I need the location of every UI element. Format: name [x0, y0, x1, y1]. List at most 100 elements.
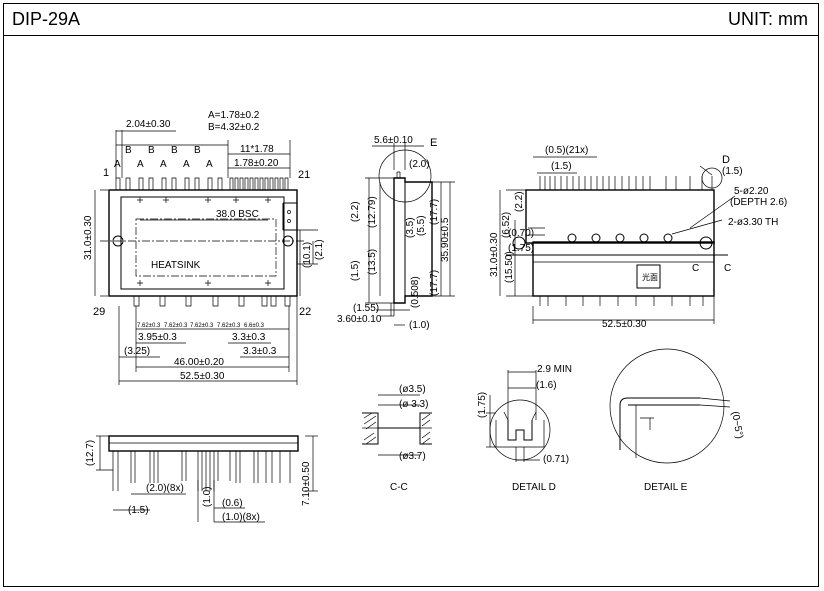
- pin-22-label: 22: [299, 306, 311, 318]
- mount-hole-left: [112, 235, 124, 247]
- dim-sp1: 7.62±0.3: [137, 323, 161, 329]
- title-bar: DIP-29A UNIT: mm: [4, 4, 818, 36]
- dim-ø3-5: (ø3.5): [399, 384, 426, 395]
- detail-cc: (ø3.5) (ø 3.3) (ø3.7) C-C: [362, 384, 432, 493]
- heatsink-outline: [135, 218, 277, 277]
- dim-d-1-6: (1.6): [536, 380, 557, 391]
- dim-2-2: (2.2): [350, 201, 361, 222]
- dim-0-6: (0.6): [222, 498, 243, 509]
- detail-e: (0~5°) DETAIL E: [609, 348, 745, 493]
- dim-r-31: 31.0±0.30: [489, 232, 500, 277]
- dim-pins-pitch: 11*1.78: [240, 144, 274, 155]
- dim-pitch-top: 2.04±0.30: [126, 119, 171, 130]
- dim-3-95: 3.95±0.3: [138, 332, 177, 343]
- depth-holes: [567, 233, 673, 243]
- dim-d-1-75: (1.75): [477, 392, 488, 418]
- label-c-1: C: [692, 263, 699, 274]
- dim-1-0: (1.0): [409, 320, 430, 331]
- dim-b-1-0: (1.0): [202, 486, 213, 507]
- bottom-pins: [133, 296, 291, 307]
- dim-height: 31.0±0.30: [83, 215, 94, 260]
- dim-1-75: (1.75): [508, 243, 534, 254]
- dim-3-3-a: 3.3±0.3: [232, 332, 266, 343]
- top-view: 2.04±0.30 A=1.78±0.2 B=4.32±0.2 A B A B …: [83, 110, 325, 385]
- right-view: 光面 (0.5)(21x) (1.5) D (1.5) 5-ø2.20 (DEP…: [489, 145, 787, 330]
- package-name: DIP-29A: [12, 9, 81, 29]
- label-detail-d: DETAIL D: [512, 482, 556, 493]
- dim-sp5: 6.6±0.3: [244, 323, 265, 329]
- dim-0-71: (0.71): [543, 454, 569, 465]
- dim-ø3-7: (ø3.7): [399, 451, 426, 462]
- dim-pitch-right: 1.78±0.20: [234, 158, 279, 169]
- letter-a-5: A: [206, 159, 213, 170]
- letter-a-3: A: [160, 159, 167, 170]
- dim-sp3: 7.62±0.3: [190, 323, 214, 329]
- dim-35-9: 35.90±0.5: [440, 217, 451, 262]
- dim-6-52: (6.52): [501, 212, 512, 238]
- dim-10-1: (10.1): [302, 242, 313, 268]
- dim-46: 46.00±0.20: [174, 357, 224, 368]
- right-bottom-pins: [539, 296, 704, 306]
- dim-bsc: 38.0 BSC: [216, 209, 259, 220]
- letter-b-3: B: [171, 145, 178, 156]
- detail-d: 2.9 MIN (1.6) (1.75) (0.71) DETAIL D: [477, 364, 572, 493]
- label-c-c: C-C: [390, 482, 408, 493]
- label-detail-e: DETAIL E: [644, 482, 688, 493]
- detail-e-circle-big: [609, 348, 725, 464]
- dim-1-5-d: (1.5): [722, 166, 743, 177]
- fiducial-marks: [137, 197, 271, 286]
- label-e: E: [430, 137, 437, 149]
- dim-15-50: (15.50): [504, 251, 515, 283]
- dim-12-79: (12.79): [367, 196, 378, 228]
- unit-label: UNIT: mm: [728, 9, 808, 29]
- dim-17-7-a: (17.7): [429, 199, 440, 225]
- note-b: B=4.32±0.2: [208, 122, 260, 133]
- pin-29-label: 29: [93, 306, 105, 318]
- drawing-frame: DIP-29A UNIT: mm: [3, 3, 819, 587]
- dim-r-52-5: 52.5±0.30: [602, 319, 647, 330]
- logo-box: [636, 264, 661, 289]
- dim-13-5: (13.5): [367, 249, 378, 275]
- note-a: A=1.78±0.2: [208, 110, 260, 121]
- dim-1-55: (1.55): [353, 303, 379, 314]
- dim-0-70: (0.70): [508, 228, 534, 239]
- right-top-pins: [539, 176, 713, 190]
- dim-1-0-8x: (1.0)(8x): [222, 512, 260, 523]
- letter-b-4: B: [194, 145, 201, 156]
- front-pins: [112, 451, 291, 491]
- label-c-2: C: [724, 263, 731, 274]
- dim-3-6: 3.60±0.10: [337, 314, 382, 325]
- right-notch: [282, 202, 297, 231]
- holes-2: 2-ø3.30 TH: [728, 217, 778, 228]
- dim-5-6: 5.6±0.10: [374, 135, 413, 146]
- dim-7-10: 7.10±0.50: [301, 461, 312, 506]
- angle-0-5: (0~5°): [729, 411, 745, 440]
- dim-b-1-5: (1.5): [128, 505, 149, 516]
- th-hole: [699, 236, 713, 250]
- dim-ø3-3: (ø 3.3): [399, 399, 428, 410]
- label-d: D: [722, 154, 730, 166]
- dim-sp2: 7.62±0.3: [164, 323, 188, 329]
- side-view: 5.6±0.10 E (2.0) (2.2) (12.79) (3.5) (5.…: [337, 135, 455, 331]
- top-pins: [115, 177, 289, 190]
- dim-2-0-8x: (2.0)(8x): [146, 483, 184, 494]
- letter-b-1: B: [125, 145, 132, 156]
- dim-17-7-b: (17.7): [429, 270, 440, 296]
- dim-0-5-21x: (0.5)(21x): [545, 145, 588, 156]
- letter-b-2: B: [148, 145, 155, 156]
- dim-sp4: 7.62±0.3: [217, 323, 241, 329]
- dim-0-508: (0.508): [410, 276, 421, 308]
- dim-r-2-2: (2.2): [514, 191, 525, 212]
- right-body-top: [525, 189, 715, 244]
- logo-text: 光面: [642, 272, 658, 282]
- inner-outline: [120, 196, 285, 290]
- dim-2-9-min: 2.9 MIN: [537, 364, 572, 375]
- dim-12-7: (12.7): [85, 440, 96, 466]
- pin-1-label: 1: [103, 167, 109, 179]
- letter-a-2: A: [137, 159, 144, 170]
- th-hole-left: [512, 236, 526, 250]
- dim-52-5: 52.5±0.30: [180, 371, 225, 382]
- dim-2-1: (2.1): [314, 239, 325, 260]
- holes-depth: (DEPTH 2.6): [730, 197, 787, 208]
